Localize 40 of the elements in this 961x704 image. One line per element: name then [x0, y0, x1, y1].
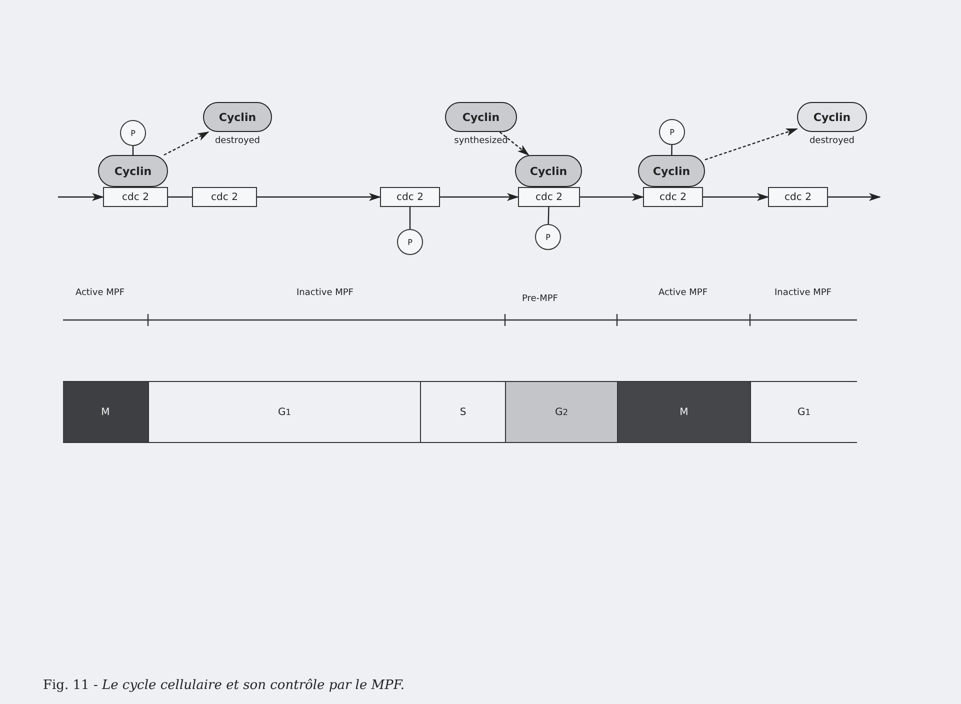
arrow	[580, 193, 644, 201]
phosphate-circle: P	[535, 224, 561, 250]
mpf-state-label: Inactive MPF	[296, 288, 354, 299]
cdc2-box: cdc 2	[103, 187, 168, 207]
cdc2-box: cdc 2	[768, 187, 828, 207]
arrow	[440, 193, 519, 201]
mitosis-phase: M	[617, 381, 750, 443]
arrow	[828, 193, 881, 201]
figure-caption: Fig. 11 - Le cycle cellulaire et son contrôle par le MPF.	[43, 678, 404, 693]
connector-line	[168, 196, 192, 198]
cyclin-pill: Cyclin	[515, 155, 582, 187]
node-caption: synthesized	[454, 136, 508, 146]
arrow	[499, 132, 530, 156]
arrow	[58, 193, 104, 201]
arrow	[704, 128, 798, 160]
cyclin-pill: Cyclin	[98, 155, 168, 187]
connector-line	[548, 206, 550, 224]
cdc2-box: cdc 2	[643, 187, 703, 207]
arrow	[257, 193, 381, 201]
arrow	[164, 131, 210, 156]
cyclin-pill: Cyclin	[445, 102, 517, 132]
node-caption: destroyed	[214, 136, 260, 146]
cdc2-box: cdc 2	[518, 187, 580, 207]
cyclin-pill: Cyclin	[203, 102, 272, 132]
phosphate-circle: P	[659, 119, 685, 145]
connector-line	[409, 207, 411, 229]
phosphate-circle: P	[397, 229, 423, 255]
mpf-state-label: Inactive MPF	[774, 288, 832, 299]
phosphate-circle: P	[120, 120, 146, 146]
cyclin-pill: Cyclin	[797, 102, 867, 132]
cdc2-box: cdc 2	[380, 187, 440, 207]
mpf-state-label: Active MPF	[657, 288, 709, 299]
node-caption: destroyed	[809, 136, 855, 146]
mpf-state-label: Active MPF	[74, 288, 126, 299]
cdc2-box: cdc 2	[192, 187, 257, 207]
arrow	[703, 193, 769, 201]
connector-line	[671, 145, 672, 155]
mpf-state-label: Pre-MPF	[521, 294, 559, 305]
mitosis-phase: M	[63, 381, 148, 443]
cyclin-pill: Cyclin	[638, 155, 705, 187]
